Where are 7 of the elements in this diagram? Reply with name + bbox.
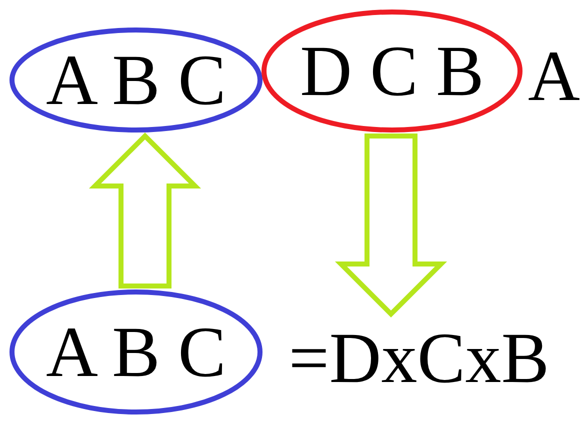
letter-sequence: D C B xyxy=(300,35,484,107)
letter-sequence: A B C xyxy=(46,316,226,388)
hollow-arrow xyxy=(334,134,448,318)
hollow-arrow xyxy=(88,132,202,288)
letter: A xyxy=(528,40,580,112)
letter-sequence: =DxCxB xyxy=(288,322,550,394)
letter-sequence: A B C xyxy=(46,44,226,116)
